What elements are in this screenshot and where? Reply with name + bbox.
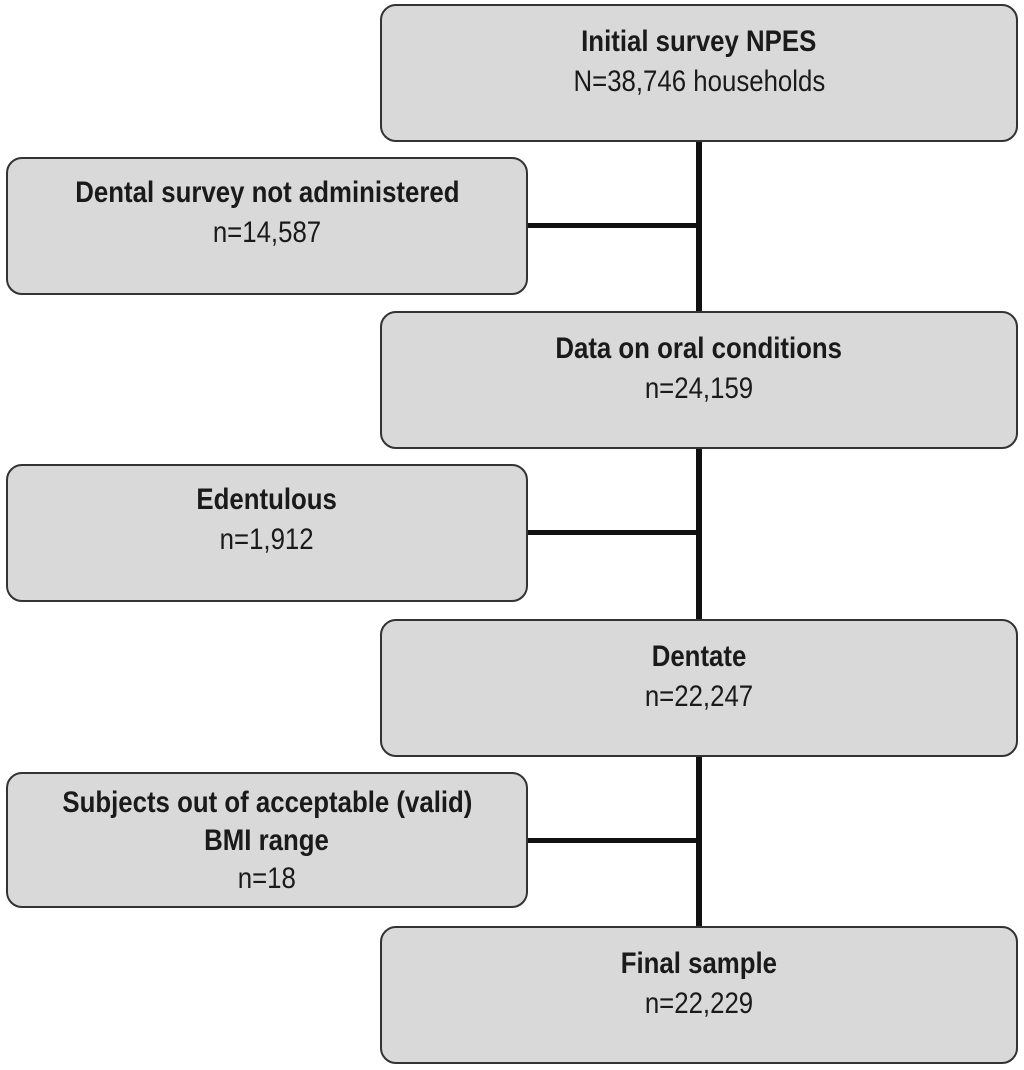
box-final-sample-count: n=22,229 <box>644 987 754 1020</box>
box-dentate-title: Dentate <box>651 640 747 673</box>
box-final-sample-title: Final sample <box>620 947 778 980</box>
box-oral-conditions-count: n=24,159 <box>644 372 754 405</box>
box-initial-survey: Initial survey NPES N=38,746 households <box>380 4 1018 142</box>
box-bmi-excluded-title-line2: BMI range <box>204 824 330 857</box>
box-final-sample: Final sample n=22,229 <box>380 926 1018 1064</box>
box-edentulous-count: n=1,912 <box>220 523 314 556</box>
box-edentulous: Edentulous n=1,912 <box>6 464 528 602</box>
box-dental-not-administered-title: Dental survey not administered <box>74 176 460 209</box>
box-bmi-excluded: Subjects out of acceptable (valid) BMI r… <box>6 772 528 908</box>
box-oral-conditions-title: Data on oral conditions <box>555 332 843 365</box>
box-bmi-excluded-title-line1: Subjects out of acceptable (valid) <box>61 786 473 819</box>
box-dentate: Dentate n=22,247 <box>380 619 1018 757</box>
box-oral-conditions: Data on oral conditions n=24,159 <box>380 311 1018 449</box>
box-edentulous-title: Edentulous <box>196 483 338 516</box>
box-bmi-excluded-count: n=18 <box>237 862 297 895</box>
box-initial-survey-count: N=38,746 households <box>573 65 825 98</box>
connector-branch-dental <box>528 223 702 228</box>
box-dental-not-administered-count: n=14,587 <box>212 216 322 249</box>
connector-branch-bmi <box>528 838 702 843</box>
box-initial-survey-title: Initial survey NPES <box>581 25 817 58</box>
box-dental-not-administered: Dental survey not administered n=14,587 <box>6 157 528 295</box>
box-dentate-count: n=22,247 <box>644 680 754 713</box>
connector-branch-edentulous <box>528 530 702 535</box>
